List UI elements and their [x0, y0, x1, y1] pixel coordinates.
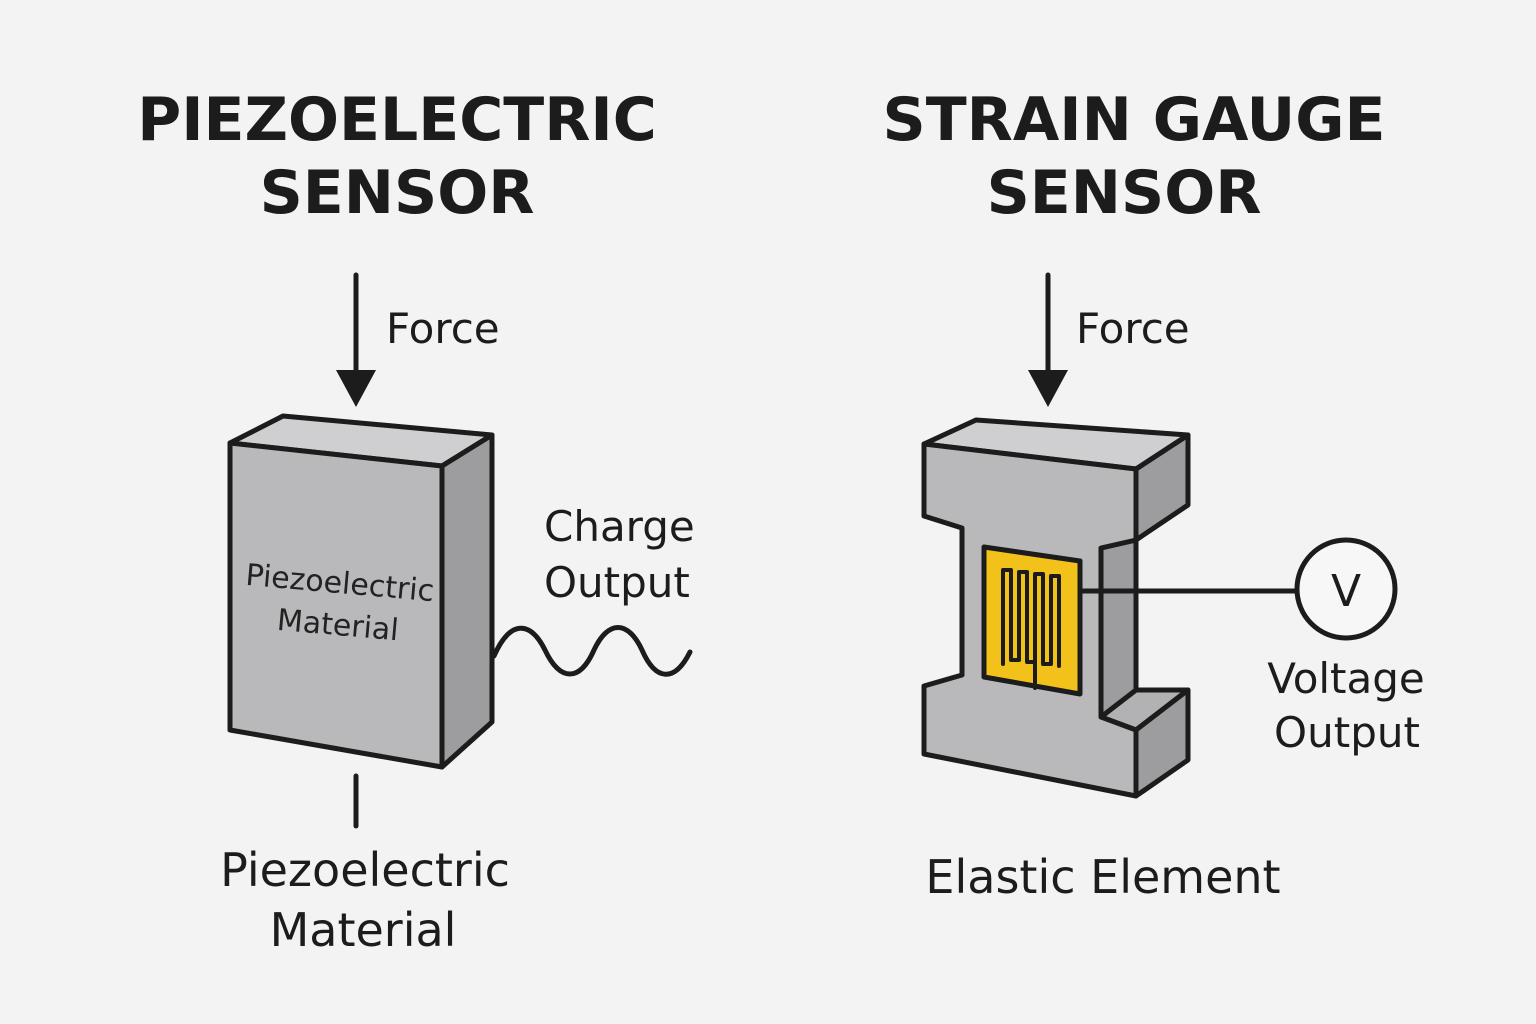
piezo-block-front-face	[227, 440, 445, 770]
piezo-material-block: Piezoelectric Material	[227, 413, 495, 770]
piezo-force-label: Force	[386, 304, 500, 353]
charge-output-label-line1: Charge	[544, 502, 695, 551]
charge-output-label-line2: Output	[544, 558, 690, 607]
piezo-bottom-label-line1: Piezoelectric	[220, 843, 510, 897]
piezo-block-side-face	[439, 432, 495, 770]
piezo-title-line2: SENSOR	[260, 158, 535, 228]
strain-title-line1: STRAIN GAUGE	[883, 85, 1386, 155]
voltage-output-label-line2: Output	[1274, 708, 1420, 757]
strain-title-line2: SENSOR	[987, 158, 1262, 228]
piezo-section: PIEZOELECTRIC SENSOR Force Piezoelectric…	[137, 85, 694, 957]
gauge-pad	[981, 544, 1083, 697]
strain-force-arrow	[1028, 272, 1068, 407]
strain-section: STRAIN GAUGE SENSOR Force	[883, 85, 1425, 904]
piezo-force-arrow	[336, 272, 376, 407]
elastic-element-label: Elastic Element	[925, 850, 1280, 904]
voltmeter-symbol: V	[1331, 566, 1361, 617]
charge-output-wave	[491, 625, 693, 677]
strain-gauge-foil	[981, 544, 1083, 697]
strain-force-label: Force	[1076, 304, 1190, 353]
piezo-bottom-label-line2: Material	[270, 903, 457, 957]
piezo-title-line1: PIEZOELECTRIC	[137, 85, 657, 155]
voltmeter-icon: V	[1294, 537, 1398, 641]
gauge-grid	[1001, 568, 1061, 668]
elastic-waist-side-face	[1098, 537, 1139, 720]
voltage-output-label-line1: Voltage	[1267, 654, 1425, 703]
